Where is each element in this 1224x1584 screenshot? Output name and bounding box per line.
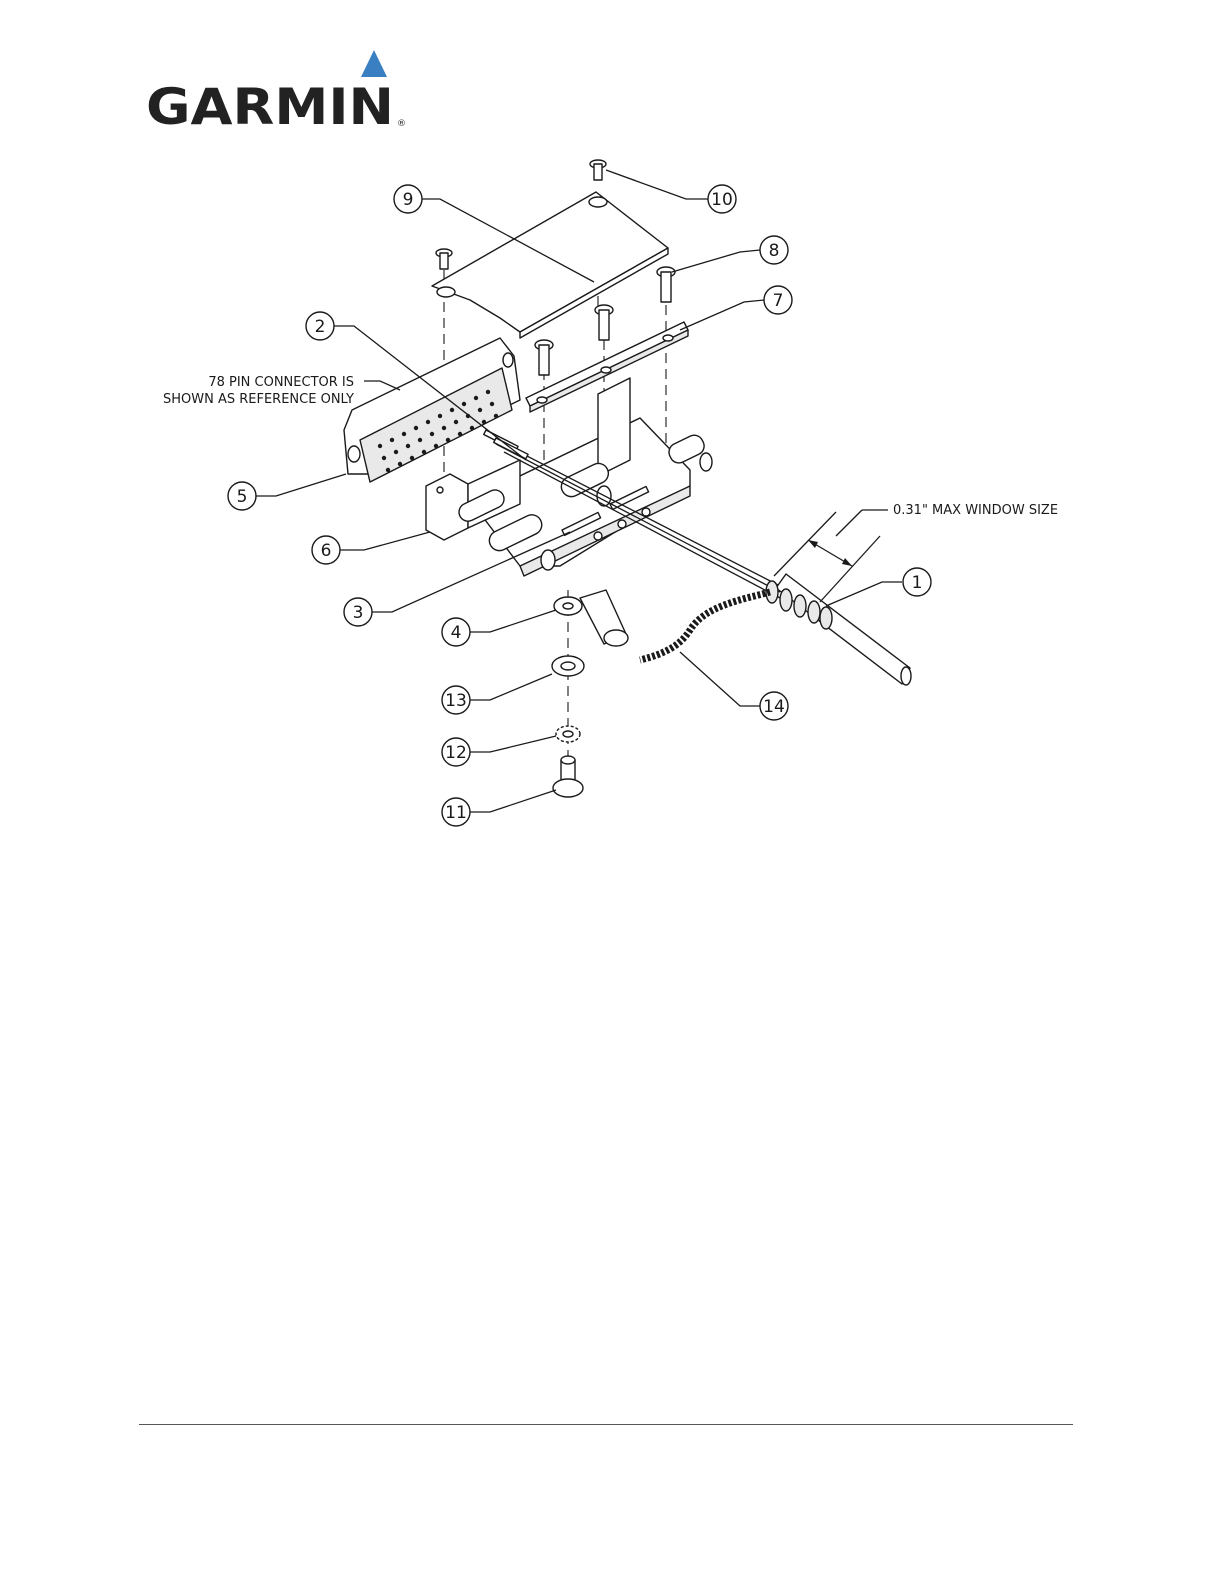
svg-text:13: 13 — [445, 691, 467, 711]
connector-78-pin — [344, 338, 520, 482]
svg-text:7: 7 — [773, 291, 784, 311]
exploded-assembly-diagram: 1 2 3 4 5 6 7 8 9 10 11 12 13 14 78 PIN … — [0, 0, 1224, 900]
svg-text:12: 12 — [445, 743, 467, 763]
svg-text:10: 10 — [711, 190, 733, 210]
reference-note-line1: 78 PIN CONNECTOR IS — [208, 375, 354, 390]
callout-4: 4 — [442, 618, 470, 646]
callout-14: 14 — [760, 692, 788, 720]
window-size-note: 0.31" MAX WINDOW SIZE — [893, 503, 1058, 518]
callout-6: 6 — [312, 536, 340, 564]
callout-3: 3 — [344, 598, 372, 626]
svg-text:1: 1 — [912, 573, 923, 593]
callout-8: 8 — [760, 236, 788, 264]
shielded-cable — [766, 574, 911, 685]
callout-7: 7 — [764, 286, 792, 314]
svg-text:3: 3 — [353, 603, 364, 623]
svg-text:2: 2 — [315, 317, 326, 337]
callout-2: 2 — [306, 312, 334, 340]
svg-text:8: 8 — [769, 241, 780, 261]
reference-note-line2: SHOWN AS REFERENCE ONLY — [163, 392, 354, 407]
svg-text:6: 6 — [321, 541, 332, 561]
svg-text:4: 4 — [451, 623, 462, 643]
svg-text:5: 5 — [237, 487, 248, 507]
ground-lug — [554, 590, 628, 646]
footer-rule — [139, 1424, 1073, 1425]
svg-text:9: 9 — [403, 190, 414, 210]
braided-shield-pigtail — [640, 592, 770, 660]
callout-9: 9 — [394, 185, 422, 213]
svg-text:14: 14 — [763, 697, 785, 717]
callout-10: 10 — [708, 185, 736, 213]
callout-13: 13 — [442, 686, 470, 714]
callout-11: 11 — [442, 798, 470, 826]
callout-1: 1 — [903, 568, 931, 596]
svg-text:11: 11 — [445, 803, 467, 823]
callout-5: 5 — [228, 482, 256, 510]
callout-12: 12 — [442, 738, 470, 766]
